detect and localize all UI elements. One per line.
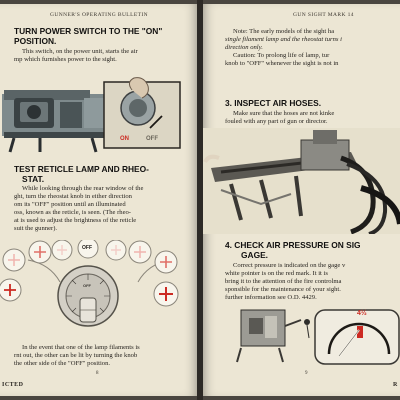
section-1-heading: TURN POWER SWITCH TO THE "ON" POSITION. [14, 26, 163, 46]
air-hoses-illustration [201, 128, 400, 234]
footer-left: ICTED [2, 382, 24, 388]
section-2-body: While looking through the rear window of… [14, 185, 144, 233]
running-head-left: GUNNER'S OPERATING BULLETIN [50, 12, 148, 18]
gage-label: 4½ [357, 310, 367, 317]
switch-off-label: OFF [146, 136, 158, 142]
reticle-dial-3 [0, 278, 22, 302]
reticle-dial-2 [28, 240, 52, 264]
power-unit-illustration [2, 77, 181, 153]
right-page: GUN SIGHT MARK 14 Note: The early models… [201, 4, 400, 396]
section-4-heading: 4. CHECK AIR PRESSURE ON SIG GAGE. [225, 240, 361, 260]
pressure-gage-illustration [236, 309, 400, 365]
section-4-body: Correct pressure is indicated on the gag… [225, 262, 346, 302]
left-page: GUNNER'S OPERATING BULLETIN TURN POWER S… [0, 4, 199, 396]
reticle-dial-1 [2, 248, 26, 272]
section-2-heading: TEST RETICLE LAMP AND RHEO- STAT. [14, 164, 149, 184]
book-gutter [197, 0, 203, 400]
reticle-dial-7 [154, 250, 178, 274]
section-1-body: This switch, on the power unit, starts t… [14, 48, 138, 64]
reticle-dial-4 [51, 240, 73, 261]
footer-right: R [393, 382, 398, 388]
section-3-body: In the event that one of the lamp filame… [14, 344, 140, 368]
dial-off-label: OFF [82, 245, 92, 251]
reticle-dial-6 [128, 240, 152, 264]
running-head-right: GUN SIGHT MARK 14 [293, 12, 354, 18]
section-3-body-right: Make sure that the hoses are not kinke f… [225, 110, 335, 126]
note-block: Note: The early models of the sight ha s… [225, 28, 342, 68]
knob-off-label: OFF [83, 283, 91, 288]
reticle-dial-5 [105, 240, 127, 261]
section-3-heading: 3. INSPECT AIR HOSES. [225, 98, 322, 108]
page-number-left: 8 [96, 371, 99, 376]
page-number-right: 9 [305, 371, 308, 376]
reticle-dial-8 [153, 281, 179, 307]
switch-on-label: ON [120, 136, 129, 142]
reticle-brightness-illustration [0, 240, 179, 327]
